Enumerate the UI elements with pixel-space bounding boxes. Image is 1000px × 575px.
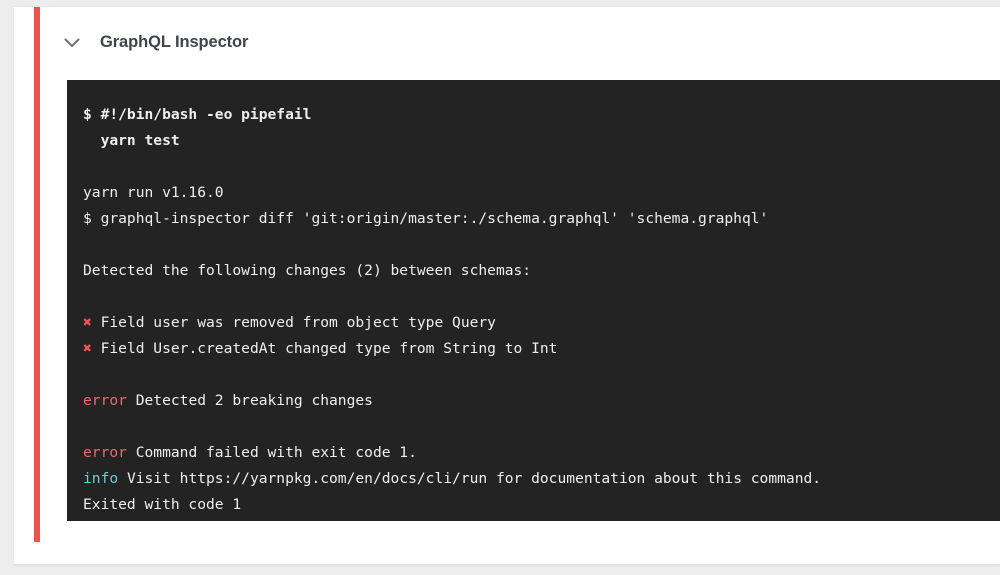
chevron-down-icon[interactable] [58, 28, 86, 56]
breaking-change-cross-icon: ✖ [83, 340, 92, 357]
build-step-card: GraphQL Inspector $ #!/bin/bash -eo pipe… [14, 6, 1000, 565]
error-label: error [83, 444, 127, 461]
breaking-change-cross-icon: ✖ [83, 314, 92, 331]
terminal-output: $ #!/bin/bash -eo pipefail yarn test yar… [83, 102, 1000, 518]
terminal-line-blank [83, 154, 1000, 180]
terminal-line-command: yarn test [83, 132, 180, 149]
terminal-line-output: Exited with code 1 [83, 496, 242, 513]
terminal-line-blank [83, 232, 1000, 258]
terminal-line-blank [83, 362, 1000, 388]
terminal-line-change: ✖ Field User.createdAt changed type from… [83, 340, 558, 357]
page-title: GraphQL Inspector [100, 32, 249, 51]
terminal-line-output: $ graphql-inspector diff 'git:origin/mas… [83, 210, 769, 227]
status-accent-bar [34, 7, 40, 542]
terminal-line-command: $ #!/bin/bash -eo pipefail [83, 106, 312, 123]
terminal-line-output: yarn run v1.16.0 [83, 184, 224, 201]
terminal-line-change: ✖ Field user was removed from object typ… [83, 314, 496, 331]
terminal-log[interactable]: $ #!/bin/bash -eo pipefail yarn test yar… [67, 80, 1000, 521]
build-step-header[interactable]: GraphQL Inspector [54, 21, 1000, 63]
terminal-line-error: error Detected 2 breaking changes [83, 392, 373, 409]
terminal-line-blank [83, 414, 1000, 440]
terminal-line-blank [83, 284, 1000, 310]
terminal-line-info: info Visit https://yarnpkg.com/en/docs/c… [83, 470, 822, 487]
error-label: error [83, 392, 127, 409]
terminal-line-error: error Command failed with exit code 1. [83, 444, 417, 461]
terminal-line-output: Detected the following changes (2) betwe… [83, 262, 532, 279]
info-label: info [83, 470, 119, 487]
